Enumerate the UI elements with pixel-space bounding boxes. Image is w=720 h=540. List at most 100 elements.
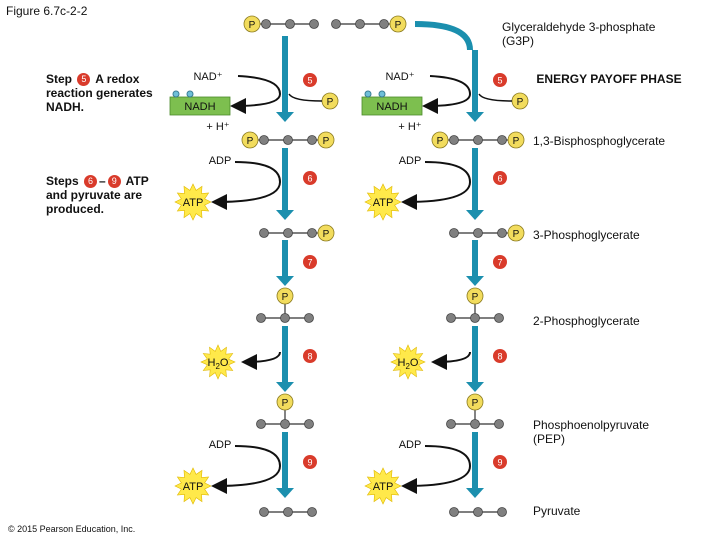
step-badge <box>303 255 317 269</box>
nad-plus-label: NAD⁺ <box>385 71 414 83</box>
carbon-atom <box>449 507 459 517</box>
pg3-label: 3-Phosphoglycerate <box>533 228 640 242</box>
phosphate-group <box>466 393 484 411</box>
step5-note: Step 5 A redox reaction generates NADH. <box>46 72 166 114</box>
step-badge <box>493 255 507 269</box>
step-number: 9 <box>497 458 502 468</box>
carbon-atom <box>285 19 295 29</box>
pyruvate-label: Pyruvate <box>533 504 581 518</box>
nad-ring <box>172 90 180 98</box>
bpg-label: 1,3-Bisphosphoglycerate <box>533 134 666 148</box>
carbon-atom <box>283 507 293 517</box>
step-number: 6 <box>307 174 312 184</box>
reaction-arrow-head <box>466 210 484 220</box>
h-plus-label: + H⁺ <box>206 121 229 133</box>
carbon-atom <box>379 19 389 29</box>
reaction-arrow-head <box>276 112 294 122</box>
carbon-atom <box>307 228 317 238</box>
phosphate-group <box>241 131 259 149</box>
phosphate-input-arrow <box>478 93 513 102</box>
phosphate-group <box>276 393 294 411</box>
carbon-atom <box>259 228 269 238</box>
carbon-atom <box>259 507 269 517</box>
atp-starburst <box>364 183 402 221</box>
nadh-box <box>169 96 231 116</box>
adp-label: ADP <box>209 155 232 167</box>
dehydration-arrow <box>241 351 281 370</box>
carbon-atom <box>473 507 483 517</box>
phosphate-label: P <box>327 97 334 108</box>
steps69-text: ATP and pyruvate are produced. <box>46 174 149 216</box>
step-number: 8 <box>497 352 502 362</box>
phosphate-label: P <box>472 398 479 409</box>
carbon-atom <box>473 135 483 145</box>
carbon-atom <box>494 313 504 323</box>
phosphate-label: P <box>472 292 479 303</box>
dehydration-arrow <box>431 351 471 370</box>
g3p-label: Glyceraldehyde 3-phosphate (G3P) <box>502 20 656 48</box>
carbon-atom <box>307 135 317 145</box>
phosphate-label: P <box>517 97 524 108</box>
pep-label: Phosphoenolpyruvate (PEP) <box>533 418 650 446</box>
phosphate-label: P <box>323 136 330 147</box>
phosphate-group <box>317 224 335 242</box>
atp-starburst <box>390 344 426 380</box>
carbon-atom <box>309 19 319 29</box>
water-label: H2O <box>398 357 419 371</box>
steps69-dash: – <box>99 174 106 188</box>
pg2-label: 2-Phosphoglycerate <box>533 314 640 328</box>
nad-ring <box>364 90 372 98</box>
steps69-note: Steps 6–9 ATP and pyruvate are produced. <box>46 174 166 216</box>
step-badge <box>303 171 317 185</box>
h-plus-label: + H⁺ <box>398 121 421 133</box>
step-badge <box>303 73 317 87</box>
redox-arrow <box>422 75 472 114</box>
carbon-atom <box>283 228 293 238</box>
carbon-atom <box>470 313 480 323</box>
reaction-arrow-head <box>466 112 484 122</box>
phosphate-group <box>431 131 449 149</box>
nad-ring <box>378 90 386 98</box>
step-number: 8 <box>307 352 312 362</box>
phosphate-group <box>243 15 261 33</box>
atp-starburst <box>200 344 236 380</box>
reaction-arrow-head <box>466 488 484 498</box>
phosphate-group <box>507 131 525 149</box>
steps69-badge-a: 6 <box>84 175 98 188</box>
phosphorylation-arrow <box>401 161 472 210</box>
step-badge <box>493 455 507 469</box>
atp-starburst <box>364 467 402 505</box>
step5-text: A redox reaction generates NADH. <box>46 72 153 114</box>
carbon-atom <box>283 135 293 145</box>
carbon-atom <box>470 419 480 429</box>
atp-label: ATP <box>183 197 204 209</box>
step-number: 5 <box>307 76 312 86</box>
phosphate-label: P <box>513 136 520 147</box>
atp-label: ATP <box>373 481 394 493</box>
atp-label: ATP <box>183 481 204 493</box>
adp-label: ADP <box>209 439 232 451</box>
redox-arrow <box>230 75 282 114</box>
atp-label: ATP <box>373 197 394 209</box>
carbon-atom <box>497 135 507 145</box>
carbon-atom <box>331 19 341 29</box>
phosphate-label: P <box>513 229 520 240</box>
nadh-box <box>361 96 423 116</box>
reaction-arrow-head <box>276 276 294 286</box>
phosphate-label: P <box>395 20 402 31</box>
copyright-notice: © 2015 Pearson Education, Inc. <box>8 524 136 534</box>
carbon-atom <box>355 19 365 29</box>
phosphorylation-arrow <box>211 161 282 210</box>
carbon-atom <box>280 419 290 429</box>
phosphate-label: P <box>437 136 444 147</box>
steps69-prefix: Steps <box>46 174 79 188</box>
carbon-atom <box>256 419 266 429</box>
carbon-atom <box>497 507 507 517</box>
carbon-atom <box>446 313 456 323</box>
phosphorylation-arrow <box>211 445 282 494</box>
phosphate-label: P <box>249 20 256 31</box>
step5-prefix: Step <box>46 72 73 86</box>
carbon-atom <box>449 228 459 238</box>
